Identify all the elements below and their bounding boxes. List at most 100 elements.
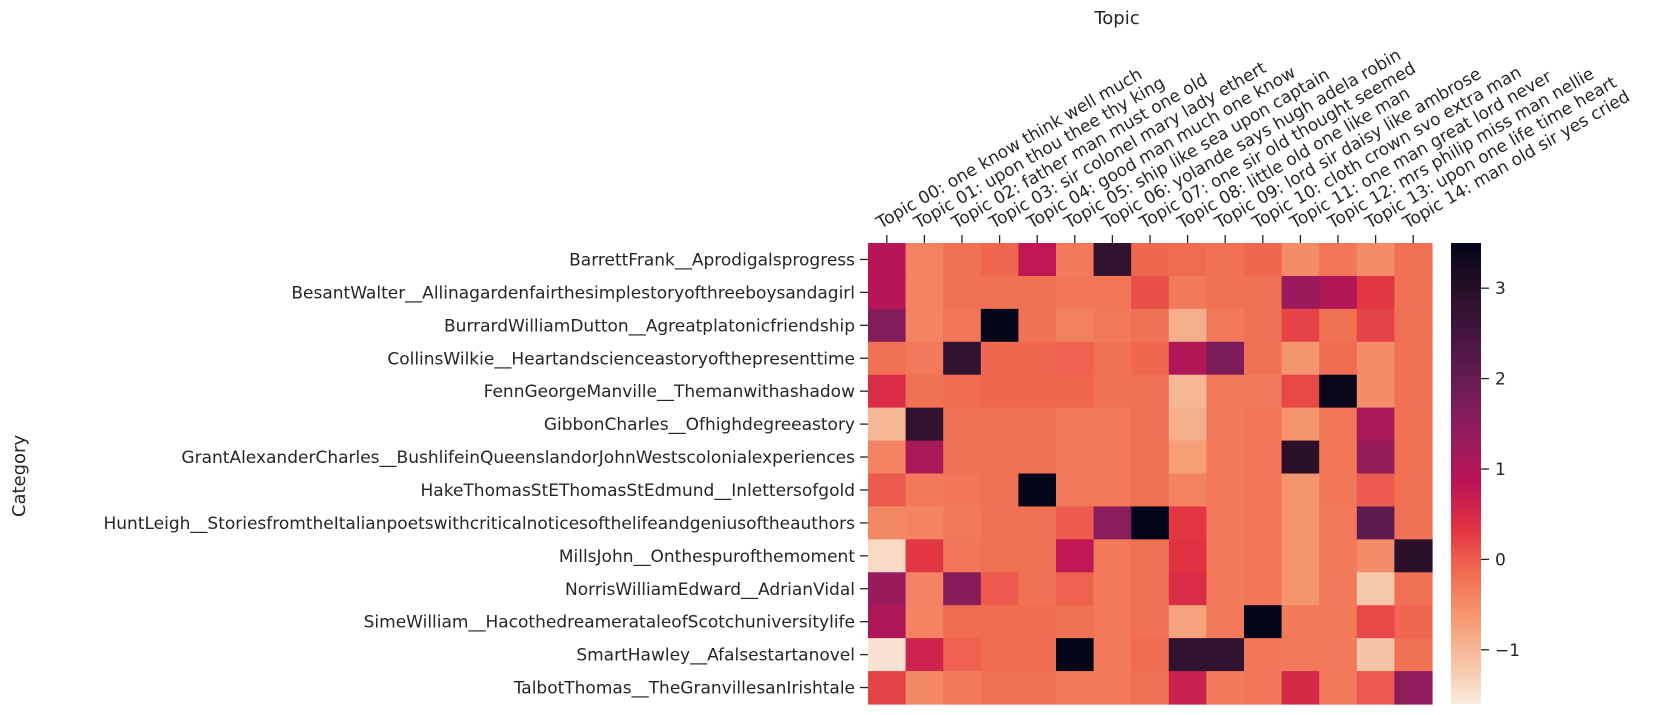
heatmap-cell [1356, 572, 1395, 606]
heatmap-cell [1356, 374, 1395, 409]
y-tick-label: FennGeorgeManville__Themanwithashadow [484, 382, 855, 402]
heatmap-cell [1356, 473, 1395, 508]
heatmap-cell [1018, 374, 1057, 409]
heatmap-cell [1394, 539, 1433, 573]
heatmap-cell [1319, 638, 1358, 672]
heatmap-cell [980, 671, 1019, 705]
heatmap-cell [1356, 539, 1395, 573]
x-axis-label: Topic [1093, 8, 1139, 29]
heatmap-cell [905, 638, 944, 672]
heatmap-cell [1018, 407, 1057, 442]
heatmap-cell [868, 473, 907, 508]
heatmap-cell [1131, 506, 1170, 540]
colorbar-tick-label: 1 [1495, 460, 1506, 480]
heatmap-cell [1319, 671, 1358, 705]
heatmap-cell [1131, 341, 1170, 376]
heatmap-cell [868, 572, 907, 606]
heatmap-cell [1281, 506, 1320, 540]
heatmap-cell [1018, 275, 1057, 310]
heatmap-cell [1056, 407, 1095, 442]
heatmap-cell [905, 539, 944, 573]
heatmap-cell [1056, 308, 1095, 343]
heatmap-cell [868, 671, 907, 705]
heatmap-cell [905, 407, 944, 442]
heatmap-cell [1244, 407, 1283, 442]
y-tick-label: HuntLeigh__StoriesfromtheItalianpoetswit… [103, 514, 855, 534]
heatmap-cell [1244, 275, 1283, 310]
heatmap-cell [1206, 572, 1245, 606]
heatmap-cell [980, 638, 1019, 672]
heatmap-cell [943, 572, 982, 606]
heatmap-cell [1394, 407, 1433, 442]
heatmap-cell [943, 407, 982, 442]
heatmap-cell [1244, 539, 1283, 573]
heatmap-cell [1244, 308, 1283, 343]
colorbar-tick-label: 2 [1495, 370, 1506, 390]
y-tick-label: BurrardWilliamDutton__Agreatplatonicfrie… [444, 316, 855, 336]
heatmap-cell [1018, 308, 1057, 343]
heatmap-cells [868, 243, 1433, 705]
heatmap-cell [1206, 671, 1245, 705]
heatmap-cell [1319, 374, 1358, 409]
y-tick-label: SmartHawley__Afalsestartanovel [576, 646, 855, 666]
heatmap-cell [1093, 243, 1132, 277]
heatmap-cell [1168, 440, 1207, 475]
heatmap-cell [980, 341, 1019, 376]
heatmap-cell [943, 539, 982, 573]
heatmap-cell [1093, 539, 1132, 573]
heatmap-cell [980, 243, 1019, 277]
heatmap-cell [1319, 440, 1358, 475]
heatmap-cell [905, 341, 944, 376]
heatmap-cell [1168, 275, 1207, 310]
heatmap-cell [1394, 638, 1433, 672]
heatmap-cell [943, 506, 982, 540]
heatmap-cell [868, 605, 907, 639]
y-tick-label: GrantAlexanderCharles__BushlifeinQueensl… [181, 448, 855, 468]
heatmap-cell [943, 473, 982, 508]
colorbar-gradient [1451, 243, 1481, 704]
heatmap-cell [943, 605, 982, 639]
heatmap-cell [1093, 605, 1132, 639]
heatmap-cell [1319, 243, 1358, 277]
heatmap-cell [1131, 605, 1170, 639]
heatmap-cell [943, 638, 982, 672]
heatmap-cell [980, 308, 1019, 343]
heatmap-cell [1018, 440, 1057, 475]
heatmap-cell [1206, 275, 1245, 310]
heatmap-cell [1281, 539, 1320, 573]
heatmap-cell [1093, 374, 1132, 409]
heatmap-cell [1356, 638, 1395, 672]
heatmap-cell [1093, 275, 1132, 310]
heatmap-cell [1168, 407, 1207, 442]
heatmap-cell [905, 374, 944, 409]
heatmap-cell [1244, 473, 1283, 508]
y-axis-label: Category [9, 435, 30, 518]
heatmap-cell [1244, 572, 1283, 606]
heatmap-cell [1168, 638, 1207, 672]
heatmap-cell [1356, 671, 1395, 705]
heatmap-cell [1319, 506, 1358, 540]
heatmap-cell [980, 473, 1019, 508]
heatmap-cell [1093, 638, 1132, 672]
heatmap-cell [1394, 473, 1433, 508]
heatmap-cell [868, 638, 907, 672]
heatmap-cell [1394, 374, 1433, 409]
heatmap-cell [1056, 473, 1095, 508]
heatmap-cell [905, 473, 944, 508]
heatmap-cell [1131, 473, 1170, 508]
y-tick-labels: BarrettFrank__AprodigalsprogressBesantWa… [103, 250, 868, 699]
heatmap-cell [980, 572, 1019, 606]
y-tick-label: SimeWilliam__HacothedreamerataleofScotch… [364, 613, 855, 633]
heatmap-cell [1244, 374, 1283, 409]
heatmap-cell [1168, 243, 1207, 277]
heatmap-cell [1244, 440, 1283, 475]
heatmap-cell [1056, 275, 1095, 310]
heatmap-cell [1206, 407, 1245, 442]
heatmap-cell [1394, 243, 1433, 277]
heatmap-cell [1356, 605, 1395, 639]
heatmap-cell [1281, 605, 1320, 639]
heatmap-cell [1056, 341, 1095, 376]
heatmap-cell [1168, 572, 1207, 606]
heatmap-cell [1131, 539, 1170, 573]
